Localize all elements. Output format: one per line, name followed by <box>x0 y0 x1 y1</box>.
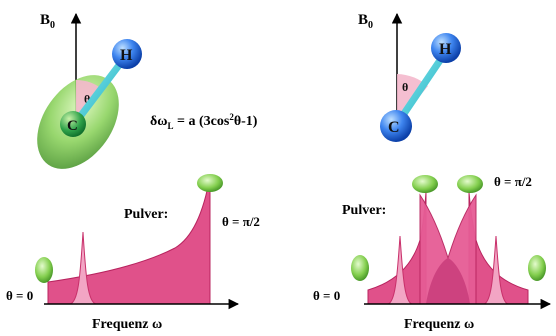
left-theta-label: θ <box>84 92 90 106</box>
right-theta-label: θ <box>402 80 408 94</box>
left-ellipsoid-theta0 <box>35 257 53 283</box>
right-ellipsoid-theta0-left <box>351 255 369 281</box>
right-hydrogen-label: H <box>439 41 452 58</box>
right-powder-core <box>426 258 470 304</box>
right-pulver-label: Pulver: <box>342 203 386 218</box>
right-x-axis-label: Frequenz ω <box>404 317 474 332</box>
left-spectrum: Pulver: θ = π/2 θ = 0 Frequenz ω <box>6 174 260 332</box>
left-hydrogen-label: H <box>120 47 133 64</box>
right-hydrogen-atom <box>431 33 461 63</box>
right-ellipsoid-theta-pi2-right <box>457 175 483 193</box>
right-ch-bond <box>393 46 451 128</box>
right-peak-right <box>483 235 509 305</box>
right-ellipsoid-theta0-right <box>528 255 546 281</box>
left-ellipsoid-theta-pi2 <box>197 174 223 192</box>
left-theta-pi2-label: θ = π/2 <box>222 214 260 229</box>
chemical-shift-formula: δωL = a (3cos2θ-1) <box>150 112 258 131</box>
right-theta-zero-label: θ = 0 <box>313 288 340 303</box>
right-theta-pi2-label: θ = π/2 <box>494 174 532 189</box>
left-x-axis-label: Frequenz ω <box>92 317 162 332</box>
left-ch-bond <box>72 52 130 126</box>
right-carbon-label: C <box>388 119 400 136</box>
left-carbon-label: C <box>67 118 78 134</box>
right-molecule: B0 θ C H <box>358 12 461 142</box>
left-carbon-atom <box>60 111 86 137</box>
left-single-orientation-peak <box>69 231 97 305</box>
right-b0-label: B0 <box>358 12 373 31</box>
left-b0-label: B0 <box>40 12 55 31</box>
left-hydrogen-atom <box>112 39 142 69</box>
right-carbon-atom <box>380 110 412 142</box>
left-powder-pattern <box>47 175 211 305</box>
left-molecule: B0 θ C H δωL = a (3cos2θ-1) <box>37 12 258 169</box>
right-spectrum: Pulver: θ = π/2 θ = 0 Frequenz ω <box>313 174 552 332</box>
right-ellipsoid-theta-pi2-left <box>412 175 438 193</box>
left-theta-zero-label: θ = 0 <box>6 288 33 303</box>
right-peak-left <box>387 235 413 305</box>
left-pulver-label: Pulver: <box>124 207 168 222</box>
